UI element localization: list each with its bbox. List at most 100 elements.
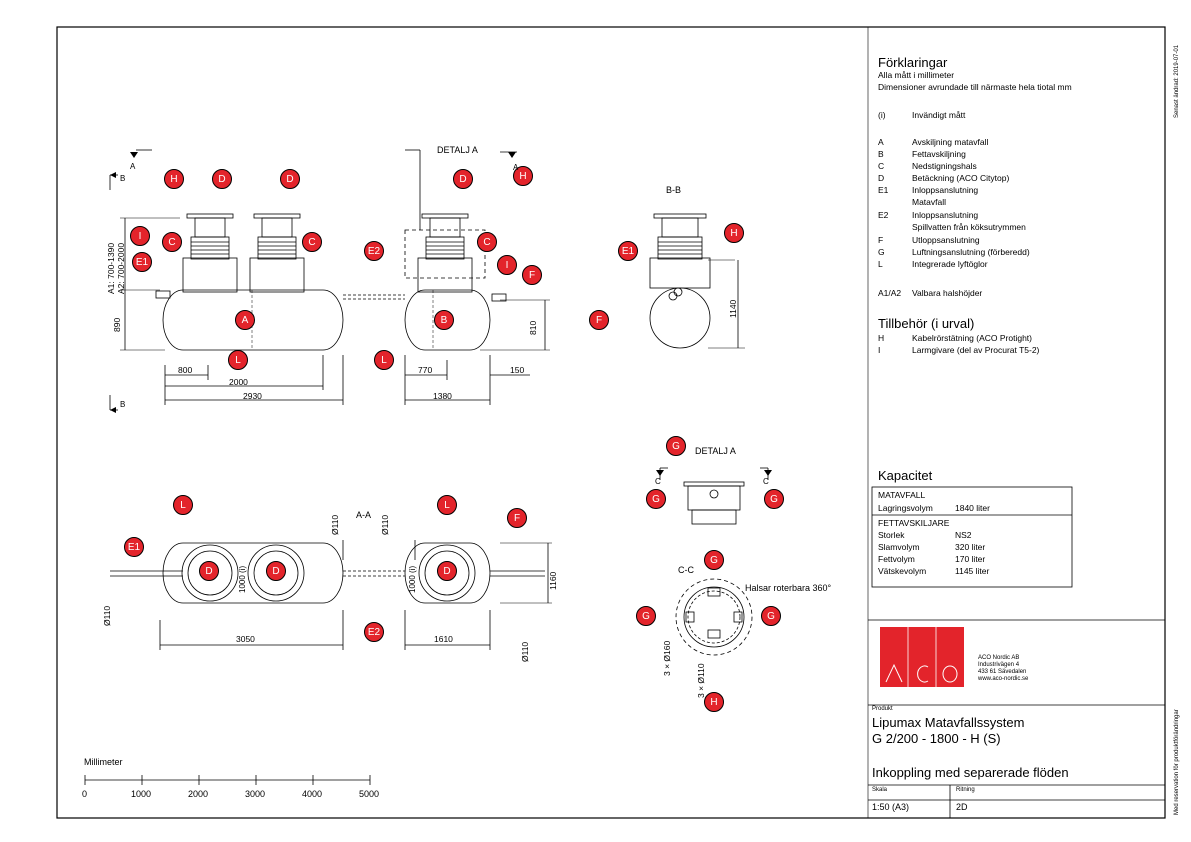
- company-web: www.aco-nordic.se: [978, 676, 1029, 682]
- scale-bar-label: Millimeter: [84, 757, 123, 767]
- legend-note-1: Alla mått i millimeter: [878, 70, 955, 80]
- scale-bar-tick-label: 2000: [188, 789, 209, 799]
- accessories-title: Tillbehör (i urval): [878, 316, 975, 331]
- section-bb-label: B-B: [666, 185, 682, 195]
- marker-e1: E1: [618, 241, 638, 261]
- dim-110-a: Ø110: [330, 514, 340, 535]
- legend-text: Avskiljning matavfall: [912, 137, 989, 147]
- reservation-text: Med reservation för produktförändringar: [1174, 709, 1180, 815]
- marker-l: L: [228, 350, 248, 370]
- legend-key: F: [878, 235, 884, 245]
- capacity-label: Lagringsvolym: [878, 503, 933, 513]
- scale-bar-tick-label: 4000: [302, 789, 323, 799]
- legend-text: Integrerade lyftöglor: [912, 259, 988, 269]
- legend-key: L: [878, 259, 883, 269]
- capacity-row-value: 320 liter: [955, 542, 986, 552]
- detail-a: [659, 467, 769, 525]
- marker-i: I: [497, 255, 517, 275]
- dim-770: 770: [418, 365, 433, 375]
- section-aa-label: A-A: [356, 510, 372, 520]
- product-label: Produkt: [872, 706, 893, 712]
- rotate-note: Halsar roterbara 360°: [745, 583, 832, 593]
- dim-2930: 2930: [243, 391, 262, 401]
- cut-label-b: B: [120, 174, 126, 183]
- scale-value: 1:50 (A3): [872, 802, 910, 812]
- dim-1160: 1160: [548, 571, 558, 590]
- marker-f: F: [589, 310, 609, 330]
- marker-g: G: [704, 550, 724, 570]
- elevation-tank-b: [404, 149, 550, 405]
- marker-h: H: [513, 166, 533, 186]
- legend-key: B: [878, 149, 884, 159]
- legend-key: A: [878, 137, 884, 147]
- capacity-row-label: Fettvolym: [878, 554, 915, 564]
- accessory-text: Larmgivare (del av Procurat T5-2): [912, 345, 1040, 355]
- dim-3x160: 3 × Ø160: [662, 640, 672, 676]
- legend-text: Utloppsanslutning: [912, 235, 980, 245]
- dim-a1: A1: 700-1390: [106, 242, 116, 294]
- plan-view: [110, 540, 552, 650]
- capacity-row-label: Vätskevolym: [878, 566, 927, 576]
- section-cc-label: C-C: [678, 565, 694, 575]
- company-address-1: Industrivägen 4: [978, 662, 1020, 668]
- legend-text: Invändigt mått: [912, 110, 966, 120]
- marker-a: A: [235, 310, 255, 330]
- marker-e2: E2: [364, 622, 384, 642]
- legend-text: Inloppsanslutning: [912, 185, 979, 195]
- marker-g: G: [666, 436, 686, 456]
- detail-a-label-2: DETALJ A: [695, 446, 736, 456]
- accessory-key: H: [878, 333, 885, 343]
- marker-g: G: [761, 606, 781, 626]
- dim-110-inlet: Ø110: [102, 605, 112, 626]
- legend-key: G: [878, 247, 885, 257]
- dim-a2: A2: 700-2000: [116, 242, 126, 294]
- dim-3050: 3050: [236, 634, 255, 644]
- capacity-row-value: 1145 liter: [955, 566, 990, 576]
- legend-text: Luftningsanslutning (förberedd): [912, 247, 1030, 257]
- detail-a-label: DETALJ A: [437, 145, 478, 155]
- capacity-table-frame: [871, 486, 1073, 588]
- dim-110-outlet: Ø110: [520, 641, 530, 662]
- marker-f: F: [522, 265, 542, 285]
- company-address-2: 433 61 Sävedalen: [978, 669, 1027, 675]
- dim-810: 810: [528, 320, 538, 335]
- legend-title: Förklaringar: [878, 55, 948, 70]
- legend-key: A1/A2: [878, 288, 902, 298]
- scale-bar-tick-label: 1000: [131, 789, 152, 799]
- marker-g: G: [764, 489, 784, 509]
- legend-text: Inloppsanslutning: [912, 210, 979, 220]
- cut-label-a: A: [130, 162, 136, 171]
- marker-d: D: [437, 561, 457, 581]
- aco-logo-glyphs: [885, 627, 958, 687]
- legend-key: E1: [878, 185, 889, 195]
- drawing-number-label: Ritning: [956, 787, 975, 793]
- capacity-title: Kapacitet: [878, 468, 933, 483]
- cut-label-c: C: [655, 477, 661, 486]
- marker-d: D: [453, 169, 473, 189]
- legend-key: D: [878, 173, 885, 183]
- scale-bar-tick-label: 3000: [245, 789, 266, 799]
- marker-c: C: [162, 232, 182, 252]
- accessory-key: I: [878, 345, 881, 355]
- marker-l: L: [437, 495, 457, 515]
- scale-label: Skala: [872, 787, 888, 793]
- cut-label-c2: C: [763, 477, 769, 486]
- dim-1000i: 1000 (i): [238, 565, 247, 593]
- marker-e2: E2: [364, 241, 384, 261]
- title-block-frame: [868, 619, 1165, 818]
- legend-key: E2: [878, 210, 889, 220]
- dim-3x110: 3 × Ø110: [696, 663, 706, 698]
- scale-bar: [84, 775, 371, 785]
- marker-i: I: [130, 226, 150, 246]
- dim-1140: 1140: [728, 299, 738, 318]
- marker-d: D: [199, 561, 219, 581]
- legend-text: Matavfall: [912, 197, 947, 207]
- legend-text: Fettavskiljning: [912, 149, 966, 159]
- section-cc: [675, 578, 753, 656]
- dim-2000: 2000: [229, 377, 248, 387]
- capacity-section-food: MATAVFALL: [878, 490, 926, 500]
- marker-d: D: [266, 561, 286, 581]
- sheet-frame: [56, 26, 1166, 819]
- marker-d: D: [212, 169, 232, 189]
